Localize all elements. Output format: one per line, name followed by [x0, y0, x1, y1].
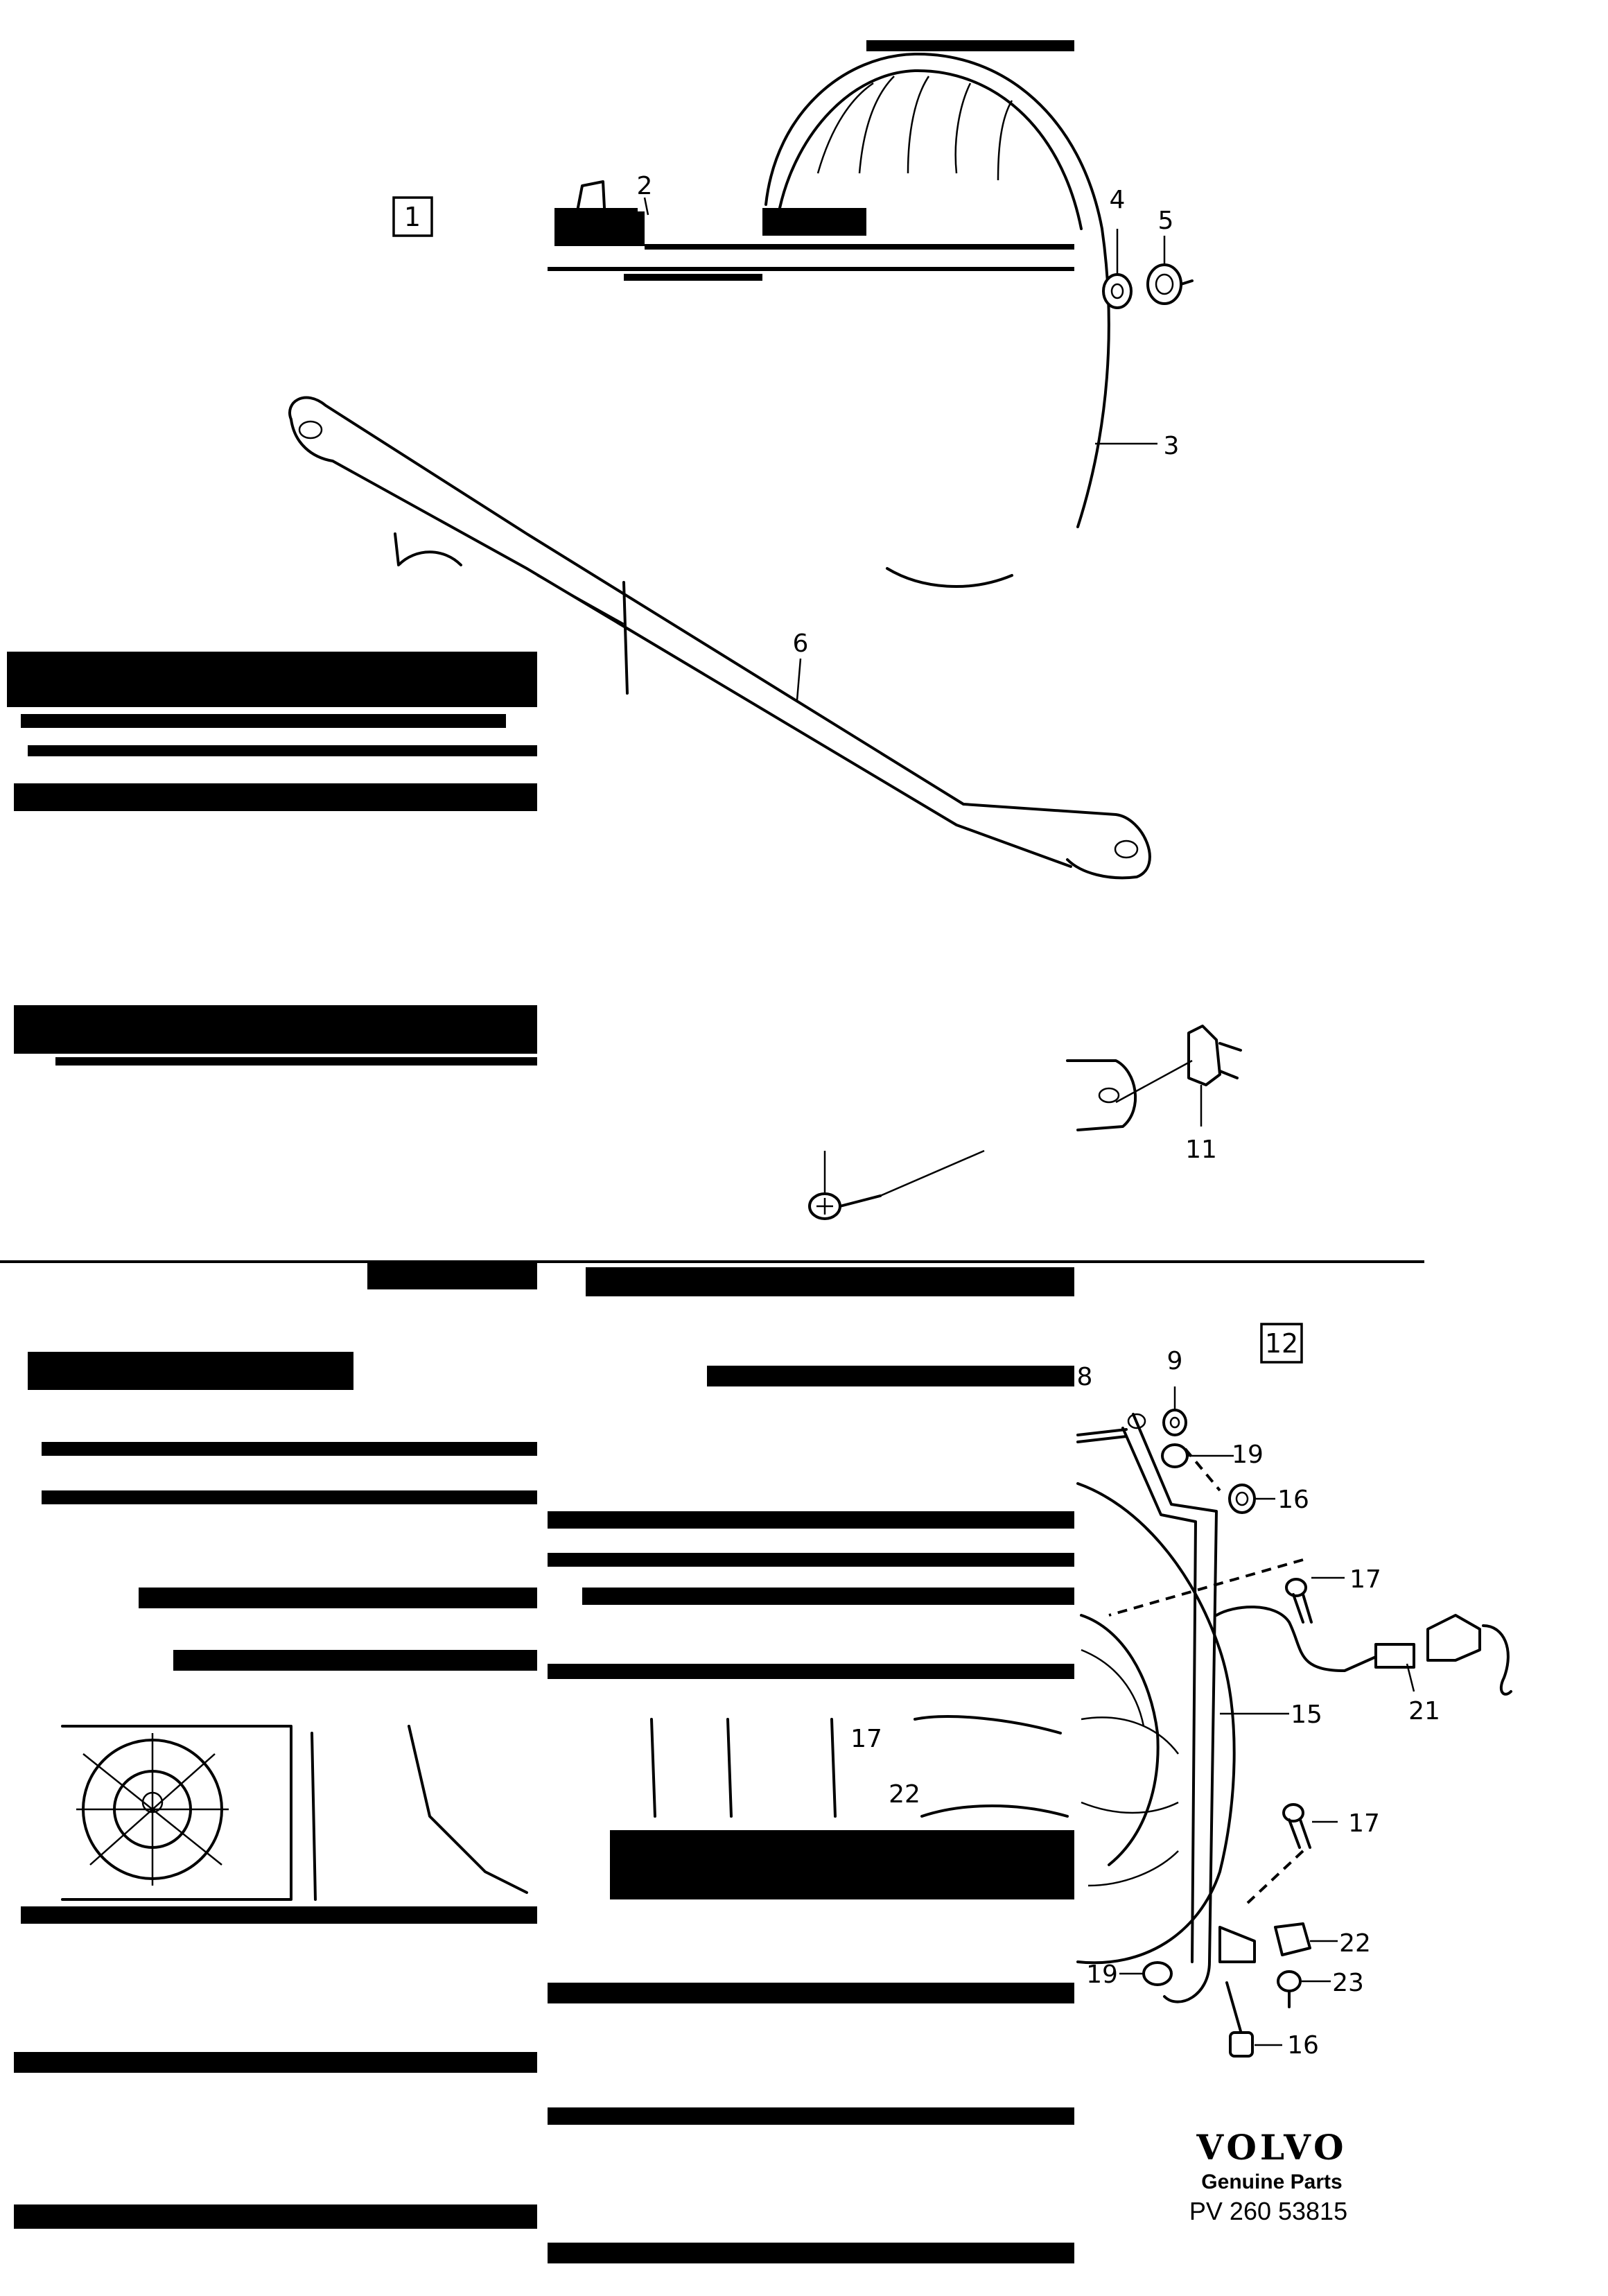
- scan-artifacts-top: [7, 40, 1074, 1066]
- screw-top: [808, 1149, 985, 1220]
- fan-motor-small: [61, 1725, 528, 1901]
- screw-23: [1277, 1970, 1302, 2008]
- fan-shroud-bottom: [1076, 1482, 1236, 1965]
- nut-16-lower: [1229, 2031, 1254, 2058]
- bracket-2: [554, 180, 638, 239]
- callout-4: 4: [1110, 186, 1126, 214]
- callout-17-lower: 17: [1348, 1809, 1380, 1838]
- callout-17-upper: 17: [1349, 1565, 1381, 1594]
- callout-19-lower: 19: [1086, 1960, 1118, 1989]
- callout-5: 5: [1158, 207, 1174, 235]
- clip-22: [1274, 1922, 1311, 1956]
- callout-19-upper: 19: [1232, 1441, 1264, 1469]
- washer-9: [1162, 1409, 1187, 1436]
- callout-8: 8: [1077, 1363, 1093, 1391]
- top-assembly: 1 2 3 4 5 6 11: [7, 40, 1242, 1220]
- bar-15: [1121, 1413, 1218, 2003]
- figure-box-12: 12: [1260, 1323, 1303, 1364]
- brand-block: VOLVO Genuine Parts PV 260 53815: [1189, 2127, 1347, 2225]
- bottom-assembly: 12 8 9 19 16 17 21 15 17 22 23 19 16 17 …: [14, 1262, 1512, 2263]
- bolt-17-lower: [1246, 1803, 1311, 1904]
- part-number: PV 260 53815: [1189, 2197, 1347, 2225]
- scan-artifacts-bottom: [14, 1262, 1074, 2263]
- callout-22: 22: [1339, 1929, 1371, 1958]
- grommet-19-top: [1161, 1443, 1221, 1492]
- callout-6: 6: [793, 629, 809, 658]
- wiring-21: [1215, 1606, 1512, 1696]
- callout-21: 21: [1408, 1697, 1440, 1725]
- leaders-bottom: [1119, 1386, 1345, 2046]
- figure-box-1: 1: [392, 196, 433, 237]
- bolt-8: [1076, 1428, 1128, 1443]
- nut-5: [1146, 263, 1194, 305]
- callout-15: 15: [1291, 1701, 1322, 1729]
- callout-23: 23: [1332, 1969, 1364, 1997]
- callout-3: 3: [1164, 432, 1180, 460]
- clip-11: [1066, 1025, 1242, 1131]
- figure-label-1: 1: [404, 202, 421, 232]
- callout-16-lower: 16: [1287, 2031, 1319, 2060]
- washer-4: [1102, 273, 1133, 309]
- callout-9: 9: [1167, 1347, 1183, 1375]
- callout-22-center: 22: [889, 1780, 920, 1809]
- support-bar-6: [288, 396, 1151, 880]
- figure-label-12: 12: [1265, 1328, 1298, 1359]
- bracket-lower: [1218, 1926, 1256, 2033]
- center-detail: [650, 1715, 1069, 1818]
- callout-17-center: 17: [850, 1725, 882, 1753]
- brand-tagline: Genuine Parts: [1201, 2171, 1342, 2193]
- fan-shroud-top: [764, 52, 1110, 589]
- nut-16-top: [1228, 1484, 1256, 1514]
- leaders-top: [643, 197, 1203, 1127]
- brand-logo: VOLVO: [1196, 2127, 1347, 2168]
- callout-16-upper: 16: [1277, 1486, 1309, 1514]
- callout-2: 2: [637, 172, 653, 200]
- bolt-17-upper: [1108, 1558, 1313, 1624]
- callout-11: 11: [1185, 1136, 1217, 1164]
- grommet-19-lower: [1142, 1961, 1173, 1986]
